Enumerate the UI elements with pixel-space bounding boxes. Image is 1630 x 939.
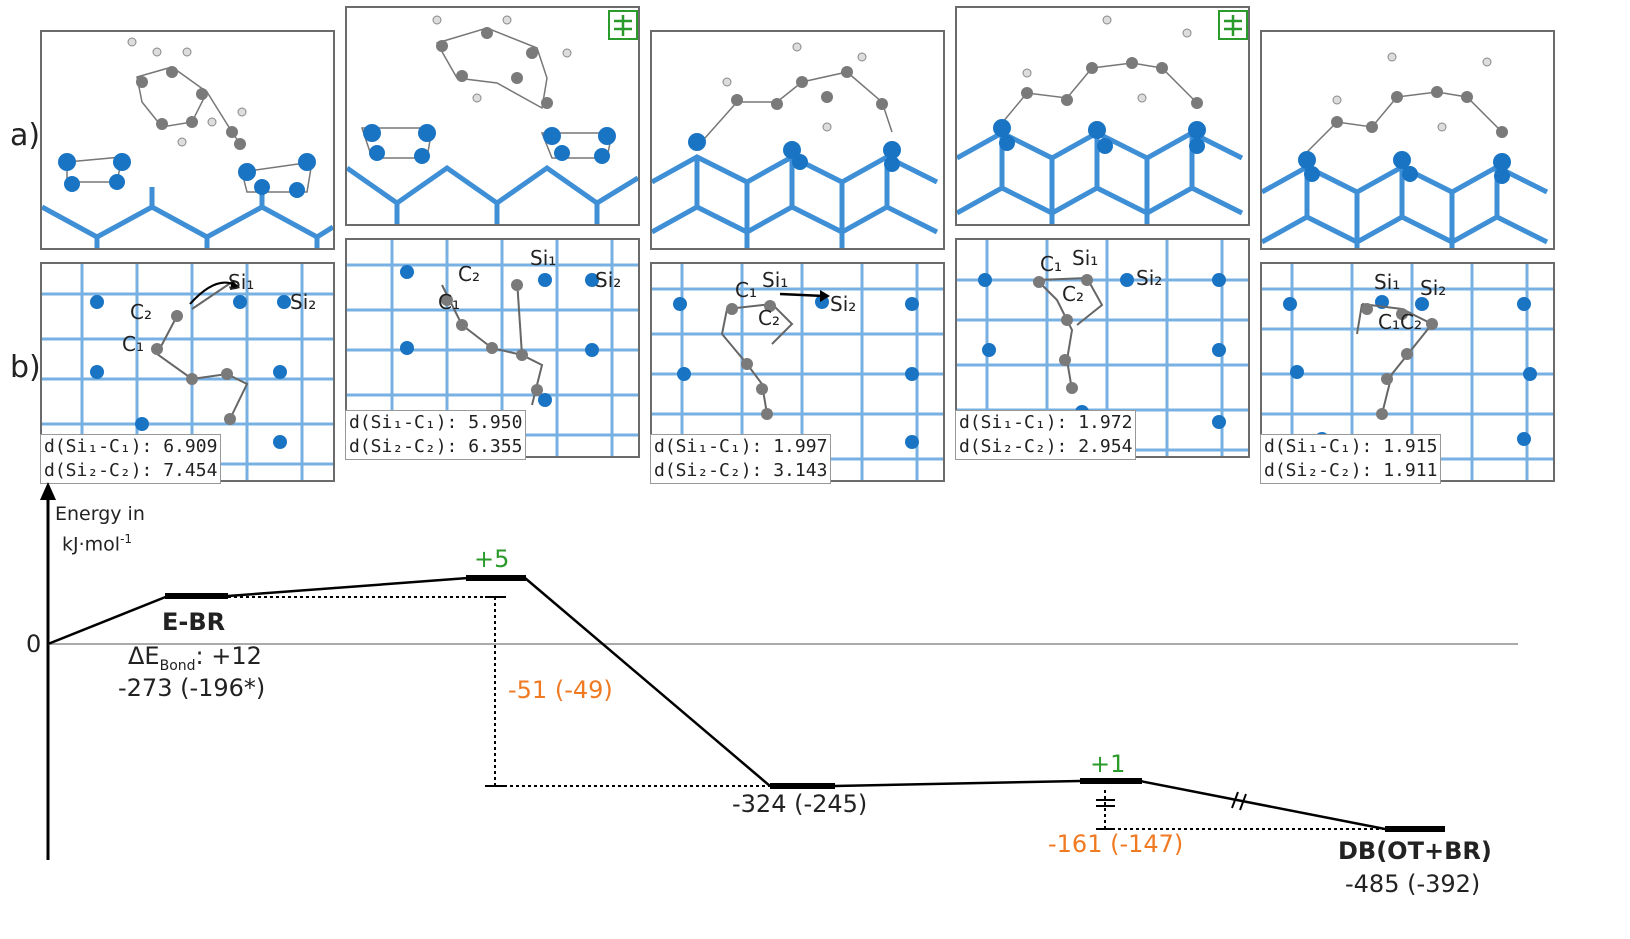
distance-si2-c2-value: 1.911 [1383,460,1438,481]
distance-si1-c1-label: d(Si₁-C₁): [654,436,763,457]
atom-label-si2-p2: Si₂ [595,268,622,292]
side-view-structure-2 [347,15,638,224]
side-view-panel-3 [650,30,945,250]
atom-label-c1-p4: C₁ [1040,252,1062,276]
side-view-panel-2 [345,6,640,226]
atom-label-si1-p2: Si₁ [530,246,557,270]
axis-label-line-1: Energy in [55,503,145,525]
distance-si2-c2-value: 7.454 [163,460,218,481]
ebr-bond-energy: ΔEBond: +12 [128,642,262,674]
ebr-bond-sub: Bond [159,657,196,674]
distance-si2-c2-value: 3.143 [773,460,828,481]
final-energy: -485 (-392) [1345,870,1481,898]
energy-axis-arrow [40,482,56,500]
path-ts2-to-final [1139,779,1386,831]
ts2-label: +1 [1090,750,1126,778]
ts1-label: +5 [474,545,510,573]
ebr-bond-value: : +12 [195,642,262,670]
atom-label-si2-p1: Si₂ [290,290,317,314]
barrier-2-label: -161 (-147) [1048,830,1184,858]
atom-label-si1-p5: Si₁ [1374,270,1401,294]
distance-box-5: d(Si₁-C₁): 1.915 d(Si₂-C₂): 1.911 [1260,434,1442,484]
distance-si1-c1-label: d(Si₁-C₁): [959,412,1068,433]
zero-tick-label: 0 [26,630,42,658]
distance-si2-c2-label: d(Si₂-C₂): [1264,460,1373,481]
distance-si1-c1-value: 1.915 [1383,436,1438,457]
distance-si2-c2-label: d(Si₂-C₂): [349,436,458,457]
axis-break-2 [1239,793,1247,811]
distance-si2-c2-label: d(Si₂-C₂): [959,436,1068,457]
ebr-bond-prefix: ΔE [128,642,160,670]
distance-si2-c2-label: d(Si₂-C₂): [44,460,153,481]
atom-label-si1-p1: Si₁ [228,270,255,294]
row-label-b: b) [10,350,41,385]
atom-label-si1-p4: Si₁ [1072,246,1099,270]
axis-label-line-2: kJ·mol-1 [62,532,132,555]
distance-si2-c2-value: 2.954 [1078,436,1133,457]
distance-si2-c2-label: d(Si₂-C₂): [654,460,763,481]
distance-box-1: d(Si₁-C₁): 6.909 d(Si₂-C₂): 7.454 [40,434,222,484]
path-int-to-ts2 [834,779,1081,788]
distance-si1-c1-value: 1.997 [773,436,828,457]
barrier-1-label: -51 (-49) [508,676,613,704]
distance-si1-c1-value: 1.972 [1078,412,1133,433]
path-start-to-ebr [47,594,169,646]
top-view-panel-3 [650,262,945,482]
row-label-a: a) [10,118,41,153]
atom-label-si2-p3: Si₂ [830,292,857,316]
side-view-panel-4 [955,6,1250,226]
side-view-structure-5 [1262,52,1549,248]
distance-box-4: d(Si₁-C₁): 1.972 d(Si₂-C₂): 2.954 [955,410,1137,460]
distance-box-3: d(Si₁-C₁): 1.997 d(Si₂-C₂): 3.143 [650,434,832,484]
path-ebr-to-ts1 [227,576,469,598]
distance-si1-c1-value: 6.909 [163,436,218,457]
transition-state-marker-2 [1218,10,1248,40]
distance-si1-c1-label: d(Si₁-C₁): [349,412,458,433]
final-name: DB(OT+BR) [1338,837,1492,865]
axis-break-1 [1231,791,1239,809]
distance-box-2: d(Si₁-C₁): 5.950 d(Si₂-C₂): 6.355 [345,410,527,460]
top-view-structure-2 [347,240,638,456]
atom-label-c1c2-p5: C₁C₂ [1378,310,1422,334]
distance-si2-c2-value: 6.355 [468,436,523,457]
atom-label-si2-p4: Si₂ [1136,266,1163,290]
distance-si1-c1-label: d(Si₁-C₁): [1264,436,1373,457]
distance-si1-c1-value: 5.950 [468,412,523,433]
intermediate-energy: -324 (-245) [732,790,868,818]
atom-label-c2-p1: C₂ [130,300,152,324]
axis-label-unit-exponent: -1 [120,532,133,546]
atom-label-c1-p1: C₁ [122,332,144,356]
side-view-structure-3 [652,42,939,248]
axis-label-unit: kJ·mol [62,533,121,556]
side-view-panel-1 [40,30,335,250]
side-view-panel-5 [1260,30,1555,250]
atom-label-c2-p2: C₂ [458,262,480,286]
side-view-structure-4 [957,15,1244,224]
ebr-energy: -273 (-196*) [118,674,266,702]
transition-state-marker-1 [608,10,638,40]
ebr-name: E-BR [162,608,226,636]
atom-label-c2-p4: C₂ [1062,282,1084,306]
side-view-structure-1 [42,37,333,248]
atom-label-c1-p2: C₁ [438,290,460,314]
atom-label-c1-p3: C₁ [735,278,757,302]
distance-si1-c1-label: d(Si₁-C₁): [44,436,153,457]
atom-label-c2-p3: C₂ [758,306,780,330]
atom-label-si1-p3: Si₁ [762,268,789,292]
atom-label-si2-p5: Si₂ [1420,276,1447,300]
